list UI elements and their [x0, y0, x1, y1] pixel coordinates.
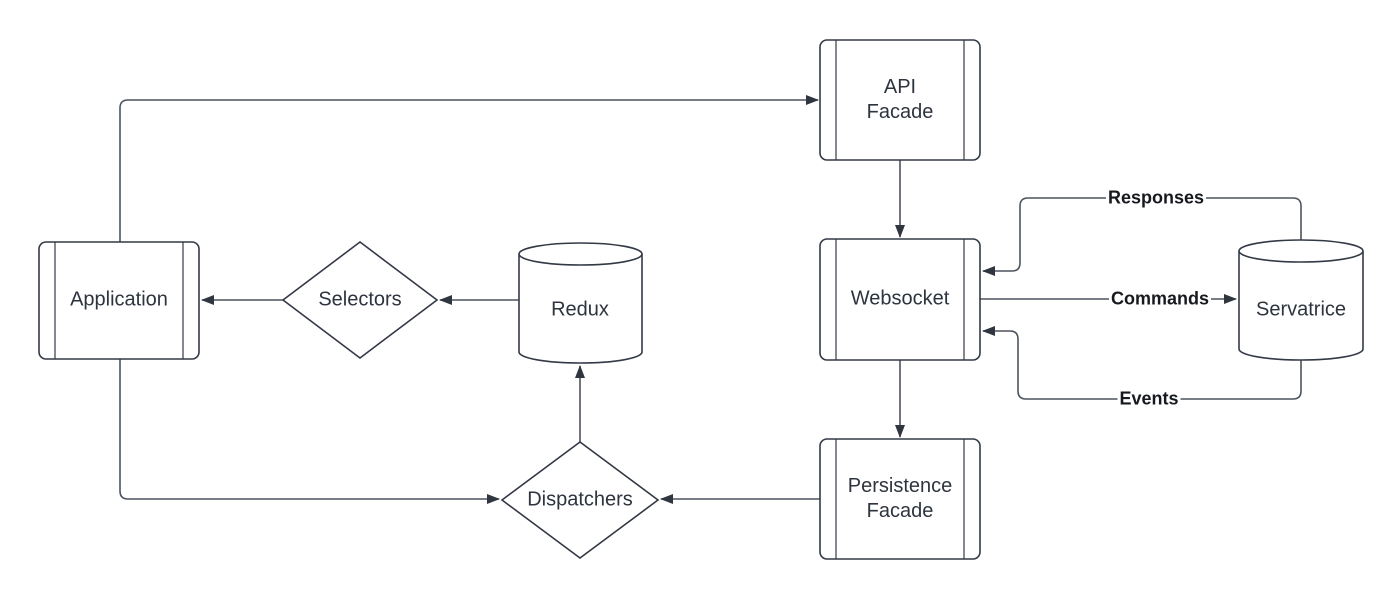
edge-events-servatrice-to-websocket — [982, 326, 1302, 400]
node-selectors — [281, 240, 439, 360]
edge-application-to-api-facade — [119, 95, 819, 242]
edge-application-to-dispatchers — [119, 359, 500, 504]
node-redux — [518, 242, 643, 364]
node-application — [38, 241, 200, 360]
node-dispatchers — [500, 441, 660, 559]
node-websocket — [819, 238, 981, 361]
node-persistence-facade — [819, 438, 981, 560]
edge-responses-servatrice-to-websocket — [982, 197, 1302, 276]
node-api-facade — [819, 39, 981, 161]
node-servatrice — [1238, 239, 1364, 361]
